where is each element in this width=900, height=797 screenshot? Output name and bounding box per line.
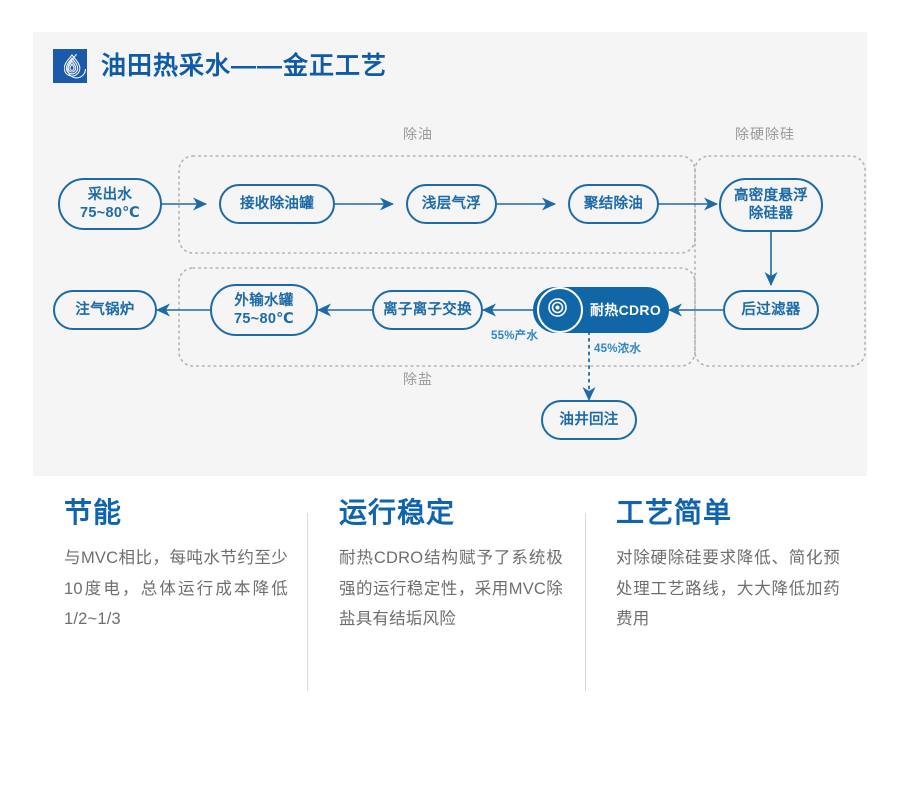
node-receiving-deoiling-tank-label: 接收除油罐 — [240, 195, 314, 212]
process-flow-diagram: 除油 除硬除硅 除盐 采出水 75~80℃ 接收除油罐 浅层气浮 聚结除油 高密… — [33, 32, 867, 476]
feature-stable-operation-body: 耐热CDRO结构赋予了系统极强的运行稳定性，采用MVC除盐具有结垢风险 — [339, 549, 563, 629]
group-caption-deoiling: 除油 — [403, 126, 433, 142]
node-produced-water-line1: 采出水 — [87, 186, 133, 203]
node-export-water-tank[interactable]: 外输水罐 75~80℃ — [210, 284, 318, 336]
node-high-density-desilicator[interactable]: 高密度悬浮 除硅器 — [719, 178, 823, 232]
node-steam-injection-boiler-label: 注气锅炉 — [75, 301, 135, 318]
feature-highlights: 节能 与MVC相比，每吨水节约至少10度电，总体运行成本降低1/2~1/3 运行… — [0, 497, 900, 737]
feature-energy-saving: 节能 与MVC相比，每吨水节约至少10度电，总体运行成本降低1/2~1/3 — [64, 497, 288, 635]
feature-simple-process-body: 对除硬除硅要求降低、简化预处理工艺路线，大大降低加药费用 — [616, 549, 840, 629]
node-receiving-deoiling-tank[interactable]: 接收除油罐 — [219, 184, 335, 224]
node-well-reinjection[interactable]: 油井回注 — [541, 400, 637, 440]
node-heat-resistant-cdro-label: 耐热CDRO — [590, 302, 662, 318]
node-shallow-air-flotation-label: 浅层气浮 — [421, 195, 482, 212]
group-caption-desalination: 除盐 — [403, 371, 433, 387]
feature-divider-2 — [585, 513, 586, 691]
header: 油田热采水——金正工艺 — [53, 49, 387, 83]
water-drop-ripple-logo-icon — [53, 49, 87, 83]
feature-divider-1 — [307, 513, 308, 691]
node-produced-water[interactable]: 采出水 75~80℃ — [58, 178, 162, 230]
node-high-density-desilicator-line2: 除硅器 — [748, 206, 794, 222]
feature-simple-process-title: 工艺简单 — [616, 497, 733, 528]
node-export-water-tank-line2: 75~80℃ — [233, 311, 295, 327]
feature-stable-operation: 运行稳定 耐热CDRO结构赋予了系统极强的运行稳定性，采用MVC除盐具有结垢风险 — [339, 497, 563, 635]
group-caption-desilication: 除硬除硅 — [735, 126, 795, 142]
node-well-reinjection-label: 油井回注 — [559, 411, 619, 428]
process-diagram-panel: 油田热采水——金正工艺 — [33, 32, 867, 476]
node-ion-exchange-label: 离子离子交换 — [383, 301, 472, 318]
feature-stable-operation-title: 运行稳定 — [339, 497, 456, 528]
node-coalescence-deoiling[interactable]: 聚结除油 — [568, 184, 659, 224]
flow-label-concentrate: 45%浓水 — [594, 343, 642, 355]
node-ion-exchange[interactable]: 离子离子交换 — [372, 290, 483, 330]
feature-simple-process: 工艺简单 对除硬除硅要求降低、简化预处理工艺路线，大大降低加药费用 — [616, 497, 840, 635]
node-post-filter-label: 后过滤器 — [741, 301, 801, 318]
node-steam-injection-boiler[interactable]: 注气锅炉 — [53, 290, 157, 330]
node-produced-water-line2: 75~80℃ — [79, 205, 141, 221]
node-heat-resistant-cdro[interactable]: 耐热CDRO — [533, 287, 669, 333]
flow-label-permeate: 55%产水 — [491, 330, 539, 342]
feature-energy-saving-body: 与MVC相比，每吨水节约至少10度电，总体运行成本降低1/2~1/3 — [64, 549, 288, 629]
node-export-water-tank-line1: 外输水罐 — [234, 292, 294, 309]
node-high-density-desilicator-line1: 高密度悬浮 — [734, 187, 808, 204]
page-title: 油田热采水——金正工艺 — [101, 51, 388, 80]
target-circle-icon — [537, 287, 583, 333]
node-shallow-air-flotation[interactable]: 浅层气浮 — [406, 184, 497, 224]
node-post-filter[interactable]: 后过滤器 — [723, 290, 819, 330]
feature-energy-saving-title: 节能 — [64, 497, 123, 528]
diagram-connectors — [156, 155, 866, 401]
node-coalescence-deoiling-label: 聚结除油 — [583, 195, 644, 212]
